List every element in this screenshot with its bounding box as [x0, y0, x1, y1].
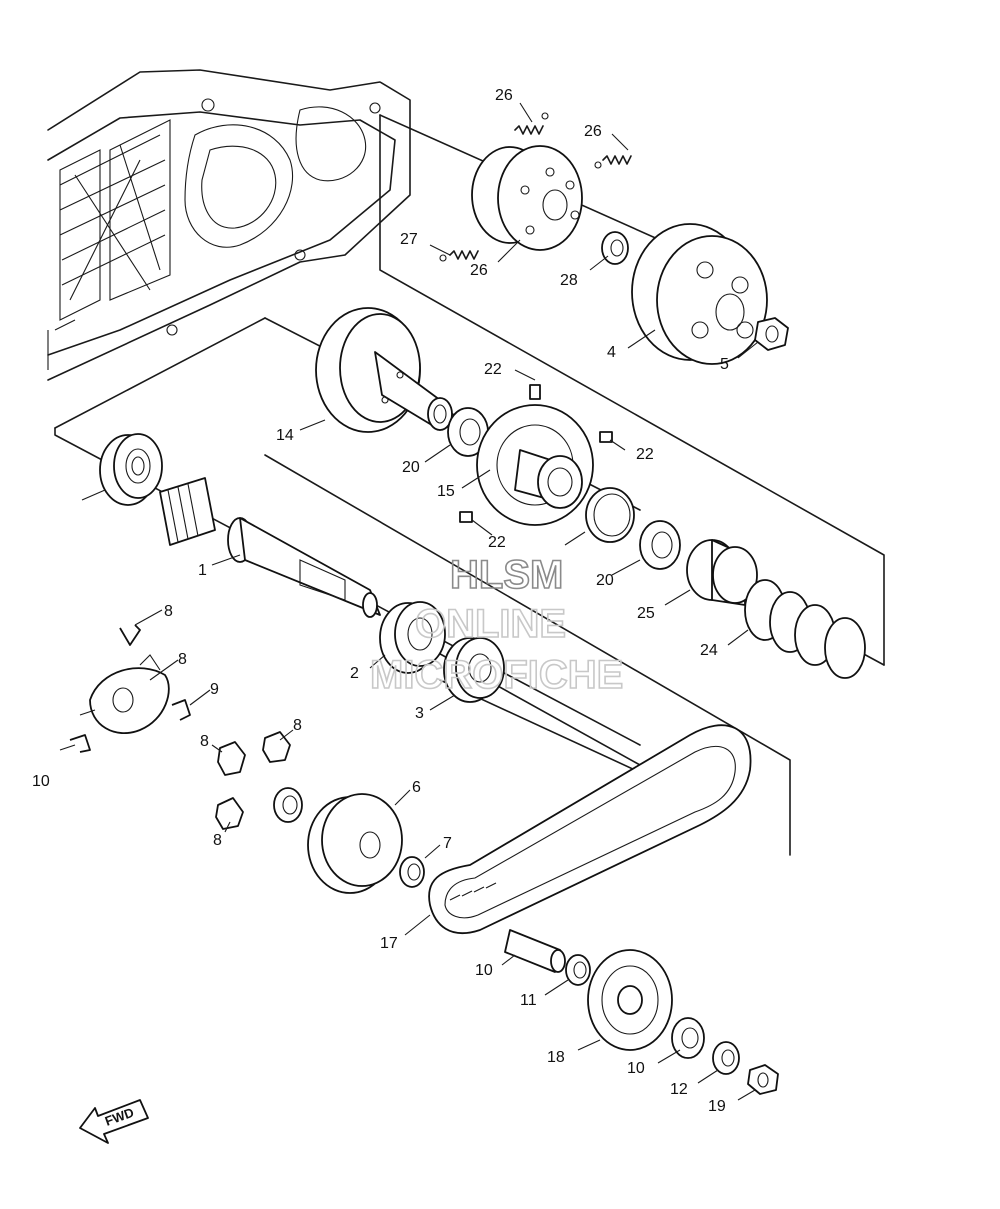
part-7-collar [399, 856, 425, 888]
guide-ring [585, 487, 635, 543]
callout-labels: 26 26 27 26 28 4 5 22 14 22 20 15 22 1 2… [32, 87, 729, 1115]
part-20-oil-seal-lower [639, 520, 681, 570]
callout-10-right: 9 [210, 681, 219, 698]
callout-16: 18 [547, 1049, 565, 1066]
watermark-line-3: MICROFICHE [370, 653, 623, 697]
part-16-fan-plate [587, 949, 673, 1051]
part-1-shaft [159, 477, 381, 618]
callout-5: 5 [720, 356, 729, 373]
part-2-bearing [379, 601, 446, 674]
callout-26-top: 26 [495, 87, 513, 104]
part-4-clutch-housing [631, 223, 768, 365]
callout-17: 19 [708, 1098, 726, 1115]
part-23-compression-spring [744, 579, 866, 679]
part-26-clutch-springs [439, 112, 632, 262]
callout-19: 15 [437, 483, 455, 500]
callout-8-left: 8 [200, 733, 209, 750]
watermark: HLSM ONLINE MICROFICHE [369, 552, 624, 698]
part-18-fixed-sheave [315, 307, 453, 433]
part-14-washer [712, 1041, 740, 1075]
callout-8-right: 8 [293, 717, 302, 734]
callout-26-right: 26 [584, 123, 602, 140]
callout-15: 17 [380, 935, 398, 952]
part-13-washer [565, 954, 591, 986]
part-28-bearing [99, 433, 163, 506]
callout-23: 24 [700, 642, 718, 659]
leader-lines [59, 102, 759, 1101]
assembly-frame-lines [54, 114, 885, 856]
callout-3: 3 [415, 705, 424, 722]
callout-6: 6 [412, 779, 421, 796]
part-9-ramp-plate [79, 654, 170, 735]
part-25-clutch-carrier [471, 145, 583, 251]
callout-13: 11 [520, 992, 537, 1009]
callout-20-lower: 20 [596, 572, 614, 589]
callout-18: 14 [276, 427, 294, 444]
watermark-line-2: ONLINE [415, 602, 566, 646]
crankcase-outline [47, 69, 411, 381]
callout-10-left: 10 [32, 773, 50, 790]
callout-12: 10 [627, 1060, 645, 1077]
callout-24: 25 [637, 605, 655, 622]
callout-1: 1 [198, 562, 207, 579]
part-10-slider-clips [69, 624, 191, 753]
part-17-nut [747, 1064, 779, 1095]
callout-7: 7 [443, 835, 452, 852]
callout-2: 2 [350, 665, 359, 682]
callout-26-left: 27 [400, 231, 418, 248]
callout-4: 4 [607, 344, 616, 361]
fwd-direction-arrow: FWD [79, 1099, 149, 1144]
part-8-weight-rollers [215, 731, 291, 830]
part-11-collar [504, 929, 566, 973]
callout-22-right: 22 [636, 446, 654, 463]
part-15-v-belt [428, 724, 752, 935]
callout-9: 8 [178, 651, 187, 668]
callout-11: 10 [475, 962, 493, 979]
callout-14: 12 [670, 1081, 688, 1098]
part-27-nut [601, 231, 629, 265]
part-19-sliding-sheave [459, 384, 613, 526]
part-5-nut [754, 317, 789, 351]
part-3-bearing [443, 637, 505, 703]
callout-27: 28 [560, 272, 578, 289]
callout-22-top: 22 [484, 361, 502, 378]
callout-8-bottom: 8 [213, 832, 222, 849]
part-24-spring-seat [686, 539, 758, 606]
callout-20-upper: 20 [402, 459, 420, 476]
callout-22-bottom: 22 [488, 534, 506, 551]
callout-10-top: 8 [164, 603, 173, 620]
callout-25: 26 [470, 262, 488, 279]
part-12-clutch-nut [671, 1017, 705, 1059]
part-6-primary-sliding-sheave [273, 787, 403, 894]
watermark-line-1: HLSM [450, 553, 563, 597]
